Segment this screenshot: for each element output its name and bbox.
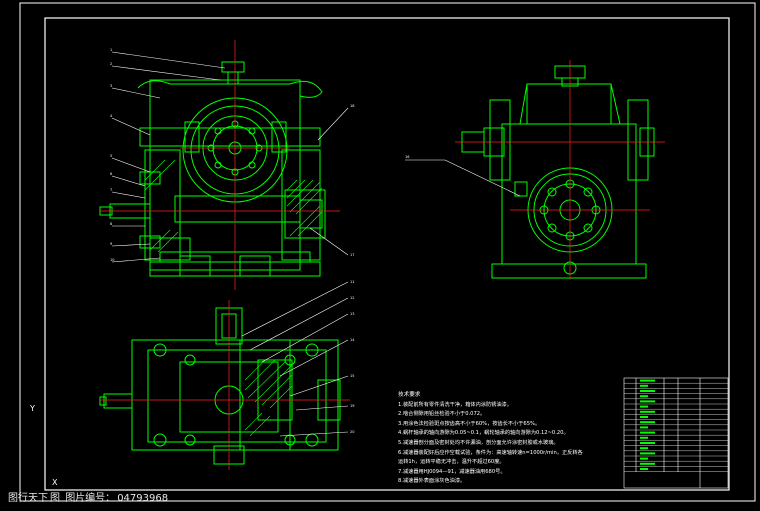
svg-text:20: 20 [350,430,354,434]
svg-text:1: 1 [110,48,112,52]
parts-list-entry [640,442,655,444]
requirement-item: 运转1h，运转平稳无冲击，温升不超过60度。 [398,459,505,466]
parts-list-entry [640,431,655,434]
parts-list-entry [640,416,648,418]
svg-text:11: 11 [350,280,354,284]
svg-text:3: 3 [110,84,112,88]
requirement-item: 4.蜗杆轴承的轴向游隙为0.05~0.1，蜗轮轴承的轴向游隙为0.12~0.20… [398,430,569,437]
requirement-item: 2.啮合侧隙用铅丝检验不小于0.072。 [398,411,486,418]
side-view-balloon: 16 [405,155,409,159]
parts-list-entry [640,462,655,465]
requirement-item: 1.装配前所有零件清洗干净，箱体内涂防锈油漆。 [398,401,512,408]
svg-text:2: 2 [110,62,112,66]
front-view-centerlines [100,40,340,290]
svg-text:13: 13 [350,312,354,316]
parts-list-entry [640,400,655,403]
top-view-leaders [241,281,349,437]
svg-text:5: 5 [110,154,112,158]
parts-list-entry [640,384,648,387]
svg-text:19: 19 [350,404,354,408]
top-view-hatching [244,359,293,437]
ucs-icon-x: X [52,478,58,487]
parts-list-entry [640,421,655,424]
side-view-centerlines [455,60,665,280]
inner-frame [44,17,730,491]
requirement-item: 7.减速器用HJ0094—91，减速器油用680号。 [398,468,506,475]
parts-list-entry [640,457,648,460]
parts-list-entries [640,379,655,470]
svg-text:17: 17 [350,253,354,257]
svg-text:4: 4 [110,114,113,118]
svg-text:14: 14 [350,338,355,342]
watermark-number: 04793968 [117,493,169,504]
watermark-site: 图行天下 [8,493,48,504]
parts-list-entry [640,379,655,382]
parts-list-entry [640,410,655,413]
requirement-item: 6.减速器装配好后应作空载试验，条件为：高速轴转速n=1000r/min，正反转… [398,449,583,456]
svg-text:8: 8 [110,222,112,226]
parts-list-entry [640,436,648,439]
technical-requirements: 技术要求 1.装配前所有零件清洗干净，箱体内涂防锈油漆。 2.啮合侧隙用铅丝检验… [398,391,620,487]
watermark: 图行天下图 图片编号：04793968 [8,489,170,504]
svg-text:12: 12 [350,296,354,300]
parts-list-entry [640,452,655,455]
requirement-item: 8.减速器外表面涂灰色油漆。 [398,478,466,485]
side-view [461,65,655,279]
svg-text:9: 9 [110,242,112,246]
top-view [99,307,341,465]
technical-requirements-title: 技术要求 [398,392,421,398]
top-view-centerlines [100,300,350,470]
requirement-item: 3.用涂色法检验斑点按齿高不小于60%，按齿长不小于65%。 [398,420,541,427]
svg-text:18: 18 [350,104,354,108]
parts-list-entry [640,390,655,392]
outer-frame [19,2,756,502]
svg-text:15: 15 [350,374,354,378]
watermark-site-suffix: 图 [50,493,60,504]
front-view-balloons: 1 2 3 4 5 6 7 8 9 10 18 17 [110,48,354,262]
top-view-balloons: 11 12 13 14 15 19 20 [350,280,355,434]
svg-text:6: 6 [110,172,112,176]
ucs-icon-y: Y [30,404,35,413]
watermark-label: 图片编号： [65,493,116,504]
parts-list-entry [640,468,648,470]
parts-list-entry [640,447,648,450]
parts-list-entry [640,426,648,429]
front-view [99,61,326,277]
svg-text:10: 10 [110,258,114,262]
requirement-item: 5.减速器剖分面及密封处均不许漏油，剖分面允许涂密封胶或水玻璃。 [398,439,559,446]
parts-list-rows [624,383,728,472]
side-view-leaders [405,159,521,197]
parts-list-entry [640,405,648,408]
front-view-leaders [111,51,349,263]
svg-text:7: 7 [110,188,112,192]
parts-list-entry [640,395,648,398]
